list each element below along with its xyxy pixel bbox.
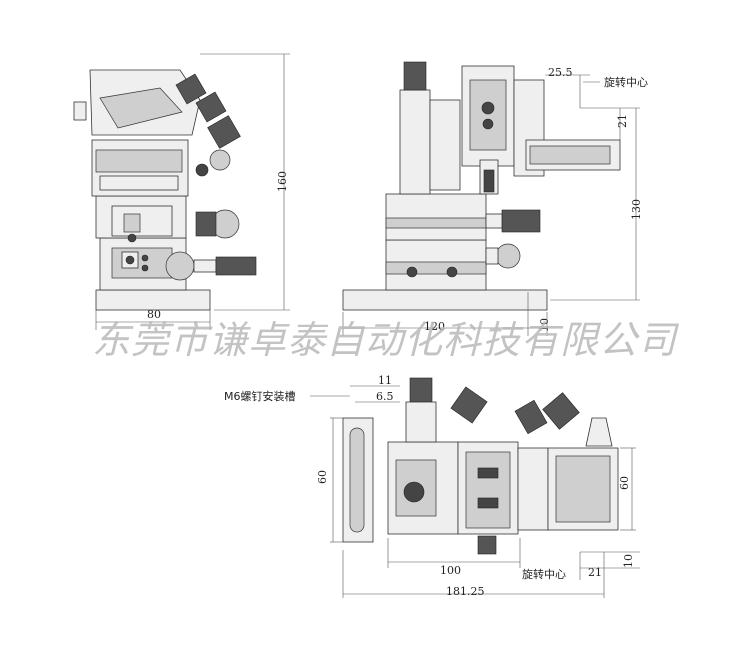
top-dim-60-right: 60 [618,476,631,490]
top-knurl-3 [542,392,580,430]
top-dim-6-5: 6.5 [376,390,394,403]
top-dim-60-left: 60 [316,470,329,484]
top-dim-21: 21 [588,566,602,579]
side-top-knurl [403,61,427,91]
side-rotation-center: 旋转中心 [604,75,648,89]
side-base-plate [342,289,548,311]
front-lower-knurl [215,256,257,276]
top-dim-100: 100 [440,564,461,577]
company-watermark: 东莞市谦卓泰自动化科技有限公司 [92,318,678,362]
side-micrometer-knurl [501,209,541,233]
top-dim-181-25: 181.25 [446,585,485,598]
side-dim-25-5: 25.5 [548,66,573,79]
side-dim-130: 130 [630,199,643,220]
side-dim-120: 120 [424,320,445,333]
front-lower-block [111,247,173,279]
front-base-plate [95,289,211,311]
top-dim-11: 11 [378,374,392,387]
front-lower-micrometer-head [165,251,195,281]
front-width-dim: 80 [147,308,161,321]
top-rotation-center: 旋转中心 [522,567,566,581]
side-dim-10: 10 [538,318,551,332]
side-view [342,61,640,336]
top-view [310,377,640,598]
front-view [73,53,290,330]
m6-slot [349,427,365,533]
top-knurl-1 [409,377,433,403]
top-dim-10: 10 [622,554,635,568]
side-dim-21: 21 [616,114,629,128]
m6-slot-label: M6螺钉安装槽 [224,389,296,403]
top-knurl-2 [450,386,488,424]
front-height-dim: 160 [276,171,289,192]
